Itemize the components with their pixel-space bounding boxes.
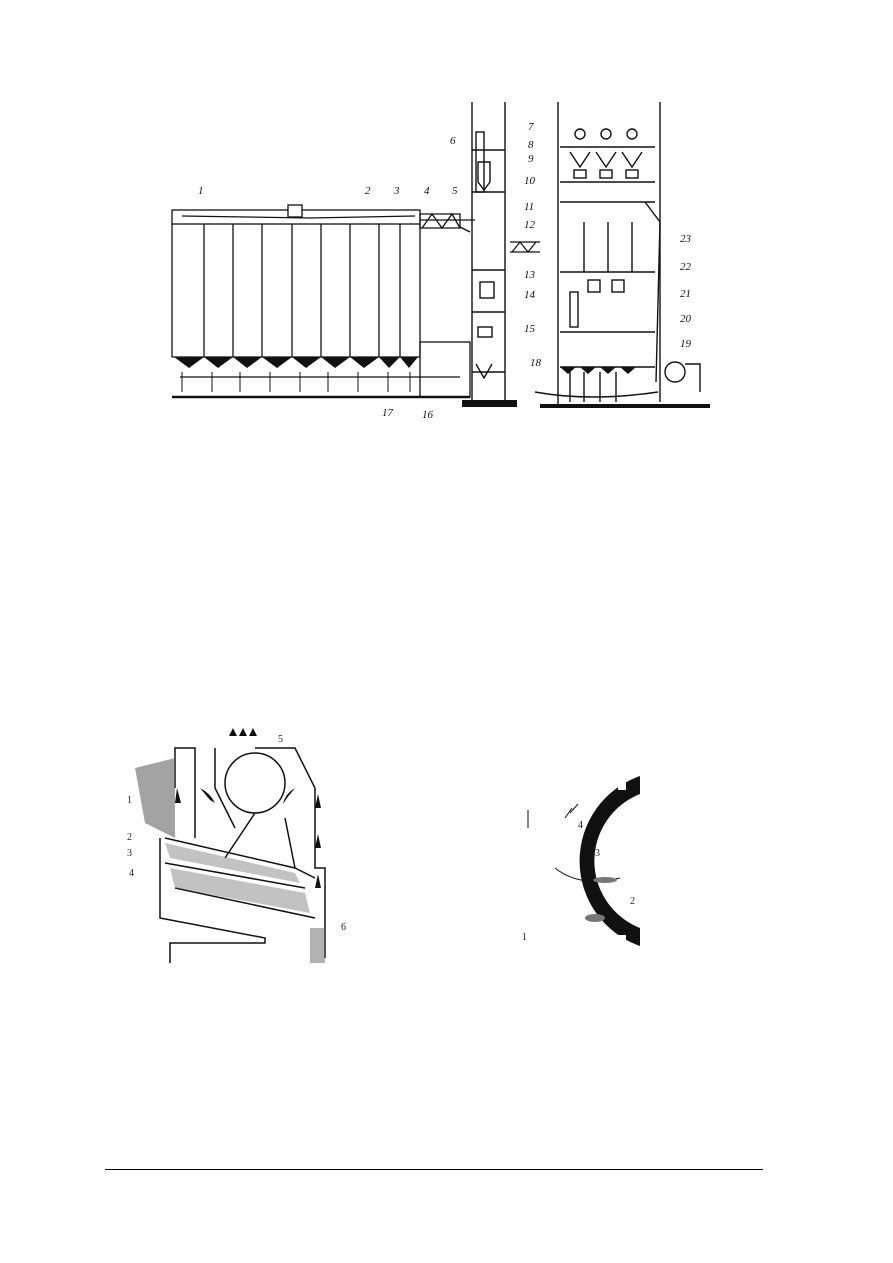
fig1-label-19: 19 — [680, 338, 692, 350]
fig1-label-23: 23 — [680, 233, 692, 245]
fig1-label-14: 14 — [524, 289, 536, 301]
fig1-label-22: 22 — [680, 261, 692, 273]
fig2-label-2: 2 — [127, 832, 132, 843]
fig1-label-11: 11 — [524, 201, 534, 213]
fig1-label-10: 10 — [524, 175, 536, 187]
fig1-label-9: 9 — [528, 153, 534, 165]
fig1-label-3: 3 — [393, 185, 400, 197]
fig1-label-2: 2 — [365, 185, 371, 197]
fig3-label-4: 4 — [578, 820, 583, 831]
fig1-label-4: 4 — [424, 185, 430, 197]
fig1-label-15: 15 — [524, 323, 536, 335]
fig1-label-1: 1 — [198, 185, 204, 197]
fig3-label-1: 1 — [522, 932, 527, 943]
fig2-label-4: 4 — [129, 868, 134, 879]
fig1-label-21: 21 — [680, 288, 691, 300]
fig2-label-1: 1 — [127, 795, 132, 806]
fig1-label-6: 6 — [450, 135, 456, 147]
fig1-label-7: 7 — [528, 121, 534, 133]
fig2-label-3: 3 — [127, 848, 132, 859]
fig1-label-16: 16 — [422, 409, 434, 421]
fig2-label-6: 6 — [341, 922, 346, 933]
fig3-label-3: 3 — [595, 848, 600, 859]
fig1-label-20: 20 — [680, 313, 692, 325]
separator-figure: 1 2 3 4 5 6 — [127, 728, 346, 963]
fig1-label-13: 13 — [524, 269, 536, 281]
fig1-label-12: 12 — [524, 219, 536, 231]
fig1-label-18: 18 — [530, 357, 542, 369]
footer-rule — [105, 1169, 763, 1170]
fig1-label-17: 17 — [382, 407, 394, 419]
fig3-label-2: 2 — [630, 896, 635, 907]
fig1-label-8: 8 — [528, 139, 534, 151]
fig1-label-5: 5 — [452, 185, 458, 197]
fig2-label-5: 5 — [278, 734, 283, 745]
elevator-plant-figure: 1 2 3 4 5 6 7 8 9 10 11 12 13 14 15 16 1… — [171, 102, 710, 421]
trieur-figure: 1 2 3 4 — [522, 776, 640, 946]
